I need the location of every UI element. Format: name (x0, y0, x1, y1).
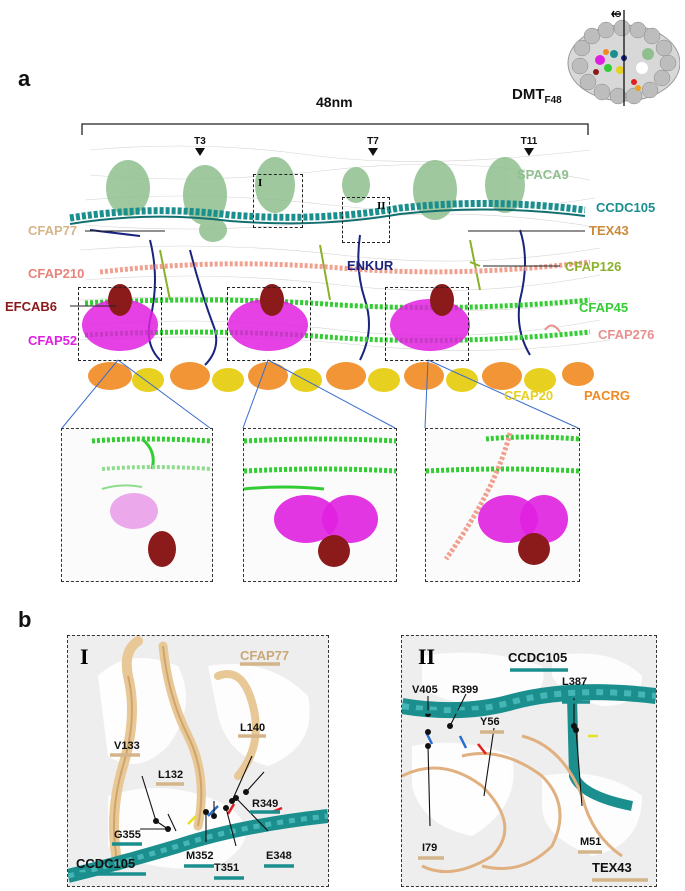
label-efcab6: EFCAB6 (5, 299, 57, 314)
label-cfap45: CFAP45 (579, 300, 628, 315)
label-cfap126: CFAP126 (565, 259, 621, 274)
label-cfap20: CFAP20 (504, 388, 553, 403)
residue-i79: I79 (422, 842, 437, 854)
residue-e348: E348 (266, 850, 292, 862)
detail-panel-i: I CFAP77 CCDC105 V133 L140 L132 R349 G35… (67, 635, 329, 887)
marker-t3: T3 (188, 136, 212, 147)
residue-l140: L140 (240, 722, 265, 734)
label-tex43: TEX43 (589, 223, 629, 238)
label-ccdc105: CCDC105 (596, 200, 655, 215)
zoom-panel-1-graphic (62, 429, 212, 581)
panel-b-letter: b (18, 607, 31, 633)
spaca9-clusters (106, 157, 525, 242)
detail-panel-ii-graphic (402, 636, 656, 886)
residue-m51: M51 (580, 836, 601, 848)
region-box-i-label: I (258, 177, 262, 189)
residue-t351: T351 (214, 862, 239, 874)
residue-v405: V405 (412, 684, 438, 696)
region-box-ii-label: II (377, 200, 386, 212)
detail-i-roman: I (80, 644, 89, 670)
detail-ii-chain-top: CCDC105 (508, 650, 567, 665)
panel-a-letter: a (18, 66, 30, 92)
marker-t11: T11 (516, 136, 542, 147)
detail-i-chain-top: CFAP77 (240, 648, 289, 663)
residue-v133: V133 (114, 740, 140, 752)
zoom-source-box-3 (385, 287, 469, 361)
detail-ii-roman: II (418, 644, 435, 670)
detail-ii-chain-bottom: TEX43 (592, 860, 632, 875)
zoom-source-box-1 (78, 287, 162, 361)
label-cfap276: CFAP276 (598, 327, 654, 342)
residue-r349: R349 (252, 798, 278, 810)
zoom-source-box-2 (227, 287, 311, 361)
residue-g355: G355 (114, 829, 141, 841)
dmt-label-subscript: F48 (545, 95, 562, 106)
dmt-label: DMTF48 (512, 86, 562, 106)
label-cfap210: CFAP210 (28, 266, 84, 281)
dmt-label-text: DMT (512, 86, 545, 103)
residue-m352: M352 (186, 850, 214, 862)
label-spaca9: SPACA9 (517, 167, 569, 182)
residue-y56: Y56 (480, 716, 500, 728)
residue-l132: L132 (158, 769, 183, 781)
detail-panel-ii: II CCDC105 TEX43 V405 R399 L387 Y56 I79 … (401, 635, 657, 887)
zoom-panel-2 (243, 428, 397, 582)
dmt-cross-section-thumbnail (562, 8, 680, 106)
dmt-cross-section-graphic (562, 8, 680, 106)
zoom-panel-3-graphic (426, 429, 579, 581)
label-enkur: ENKUR (347, 258, 393, 273)
region-box-i: I (253, 174, 303, 228)
zoom-panel-2-graphic (244, 429, 396, 581)
label-pacrg: PACRG (584, 388, 630, 403)
zoom-panel-1 (61, 428, 213, 582)
region-box-ii: II (342, 197, 390, 243)
scale-bar-label: 48nm (316, 94, 353, 110)
residue-r399: R399 (452, 684, 478, 696)
detail-panel-i-graphic (68, 636, 328, 886)
zoom-panel-3 (425, 428, 580, 582)
detail-i-chain-bottom: CCDC105 (76, 856, 135, 871)
residue-l387: L387 (562, 676, 587, 688)
label-cfap52: CFAP52 (28, 333, 77, 348)
marker-t7: T7 (361, 136, 385, 147)
label-cfap77: CFAP77 (28, 223, 77, 238)
